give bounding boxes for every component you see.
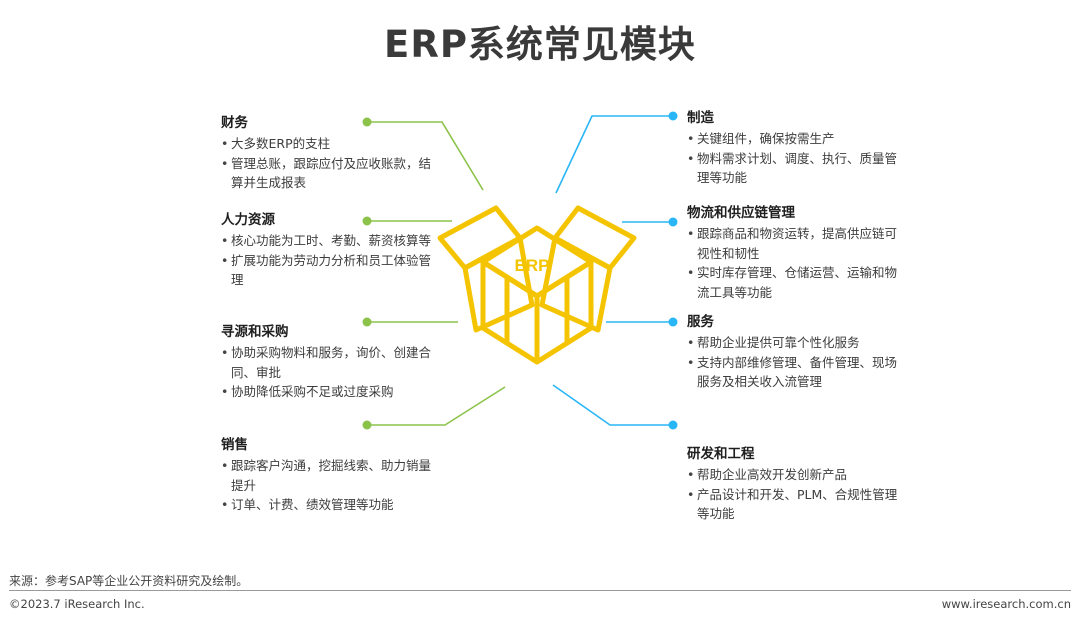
module-bullet: 订单、计费、绩效管理等功能 [221,495,443,515]
box-front-right [534,259,594,365]
module-title: 制造 [687,110,714,126]
connector-sales [367,386,506,426]
module-manufacturing: 制造 关键组件，确保按需生产 物料需求计划、调度、执行、质量管理等功能 [687,108,909,188]
module-logistics: 物流和供应链管理 跟踪商品和物资运转，提高供应链可视性和韧性 实时库存管理、仓储… [687,203,909,302]
module-bullet: 扩展功能为劳动力分析和员工体验管理 [221,251,443,290]
module-title: 研发和工程 [687,446,755,462]
website-url: www.iresearch.com.cn [941,597,1071,611]
module-bullet: 协助降低采购不足或过度采购 [221,382,443,402]
module-rnd: 研发和工程 帮助企业高效开发创新产品 产品设计和开发、PLM、合规性管理等功能 [687,444,909,524]
module-bullet: 产品设计和开发、PLM、合规性管理等功能 [687,485,909,524]
module-title: 销售 [221,437,248,453]
module-title: 财务 [221,115,248,131]
connector-rnd [552,384,673,426]
module-bullet: 核心功能为工时、考勤、薪资核算等 [221,231,443,251]
dot-finance [362,117,372,127]
module-sales: 销售 跟踪客户沟通，挖掘线索、助力销量提升 订单、计费、绩效管理等功能 [221,435,443,515]
module-bullet: 管理总账，跟踪应付及应收账款，结算并生成报表 [221,154,443,193]
module-bullet: 物料需求计划、调度、执行、质量管理等功能 [687,149,909,188]
dot-procurement [362,317,372,327]
module-bullet: 跟踪商品和物资运转，提高供应链可视性和韧性 [687,224,909,263]
copyright: ©2023.7 iResearch Inc. [9,597,145,611]
module-service: 服务 帮助企业提供可靠个性化服务 支持内部维修管理、备件管理、现场服务及相关收入… [687,312,909,392]
module-finance: 财务 大多数ERP的支柱 管理总账，跟踪应付及应收账款，结算并生成报表 [221,113,443,193]
connector-manufacturing [555,115,673,194]
footer-divider [9,590,1071,591]
left-dots [362,117,372,430]
module-title: 人力资源 [221,212,275,228]
left-connectors [367,121,506,426]
module-bullet: 大多数ERP的支柱 [221,134,443,154]
module-title: 服务 [687,314,714,330]
module-bullet: 协助采购物料和服务，询价、创建合同、审批 [221,343,443,382]
module-procurement: 寻源和采购 协助采购物料和服务，询价、创建合同、审批 协助降低采购不足或过度采购 [221,322,443,402]
module-bullet: 支持内部维修管理、备件管理、现场服务及相关收入流管理 [687,353,909,392]
erp-box-icon [437,205,637,365]
module-title: 寻源和采购 [221,324,289,340]
right-dots [668,111,678,430]
module-hr: 人力资源 核心功能为工时、考勤、薪资核算等 扩展功能为劳动力分析和员工体验管理 [221,210,443,290]
module-bullet: 关键组件，确保按需生产 [687,129,909,149]
dot-service [668,317,678,327]
module-bullet: 帮助企业高效开发创新产品 [687,465,909,485]
module-title: 物流和供应链管理 [687,205,795,221]
dot-rnd [668,420,678,430]
module-bullet: 跟踪客户沟通，挖掘线索、助力销量提升 [221,456,443,495]
dot-logistics [668,217,678,227]
module-bullet: 帮助企业提供可靠个性化服务 [687,333,909,353]
dot-hr [362,216,372,226]
right-connectors [552,115,673,426]
page-title: ERP系统常见模块 [384,23,696,66]
connector-finance [367,121,484,191]
erp-label: ERP [515,256,550,275]
dot-manufacturing [668,111,678,121]
module-bullet: 实时库存管理、仓储运营、运输和物流工具等功能 [687,263,909,302]
dot-sales [362,420,372,430]
source-note: 来源：参考SAP等企业公开资料研究及绘制。 [9,574,249,588]
